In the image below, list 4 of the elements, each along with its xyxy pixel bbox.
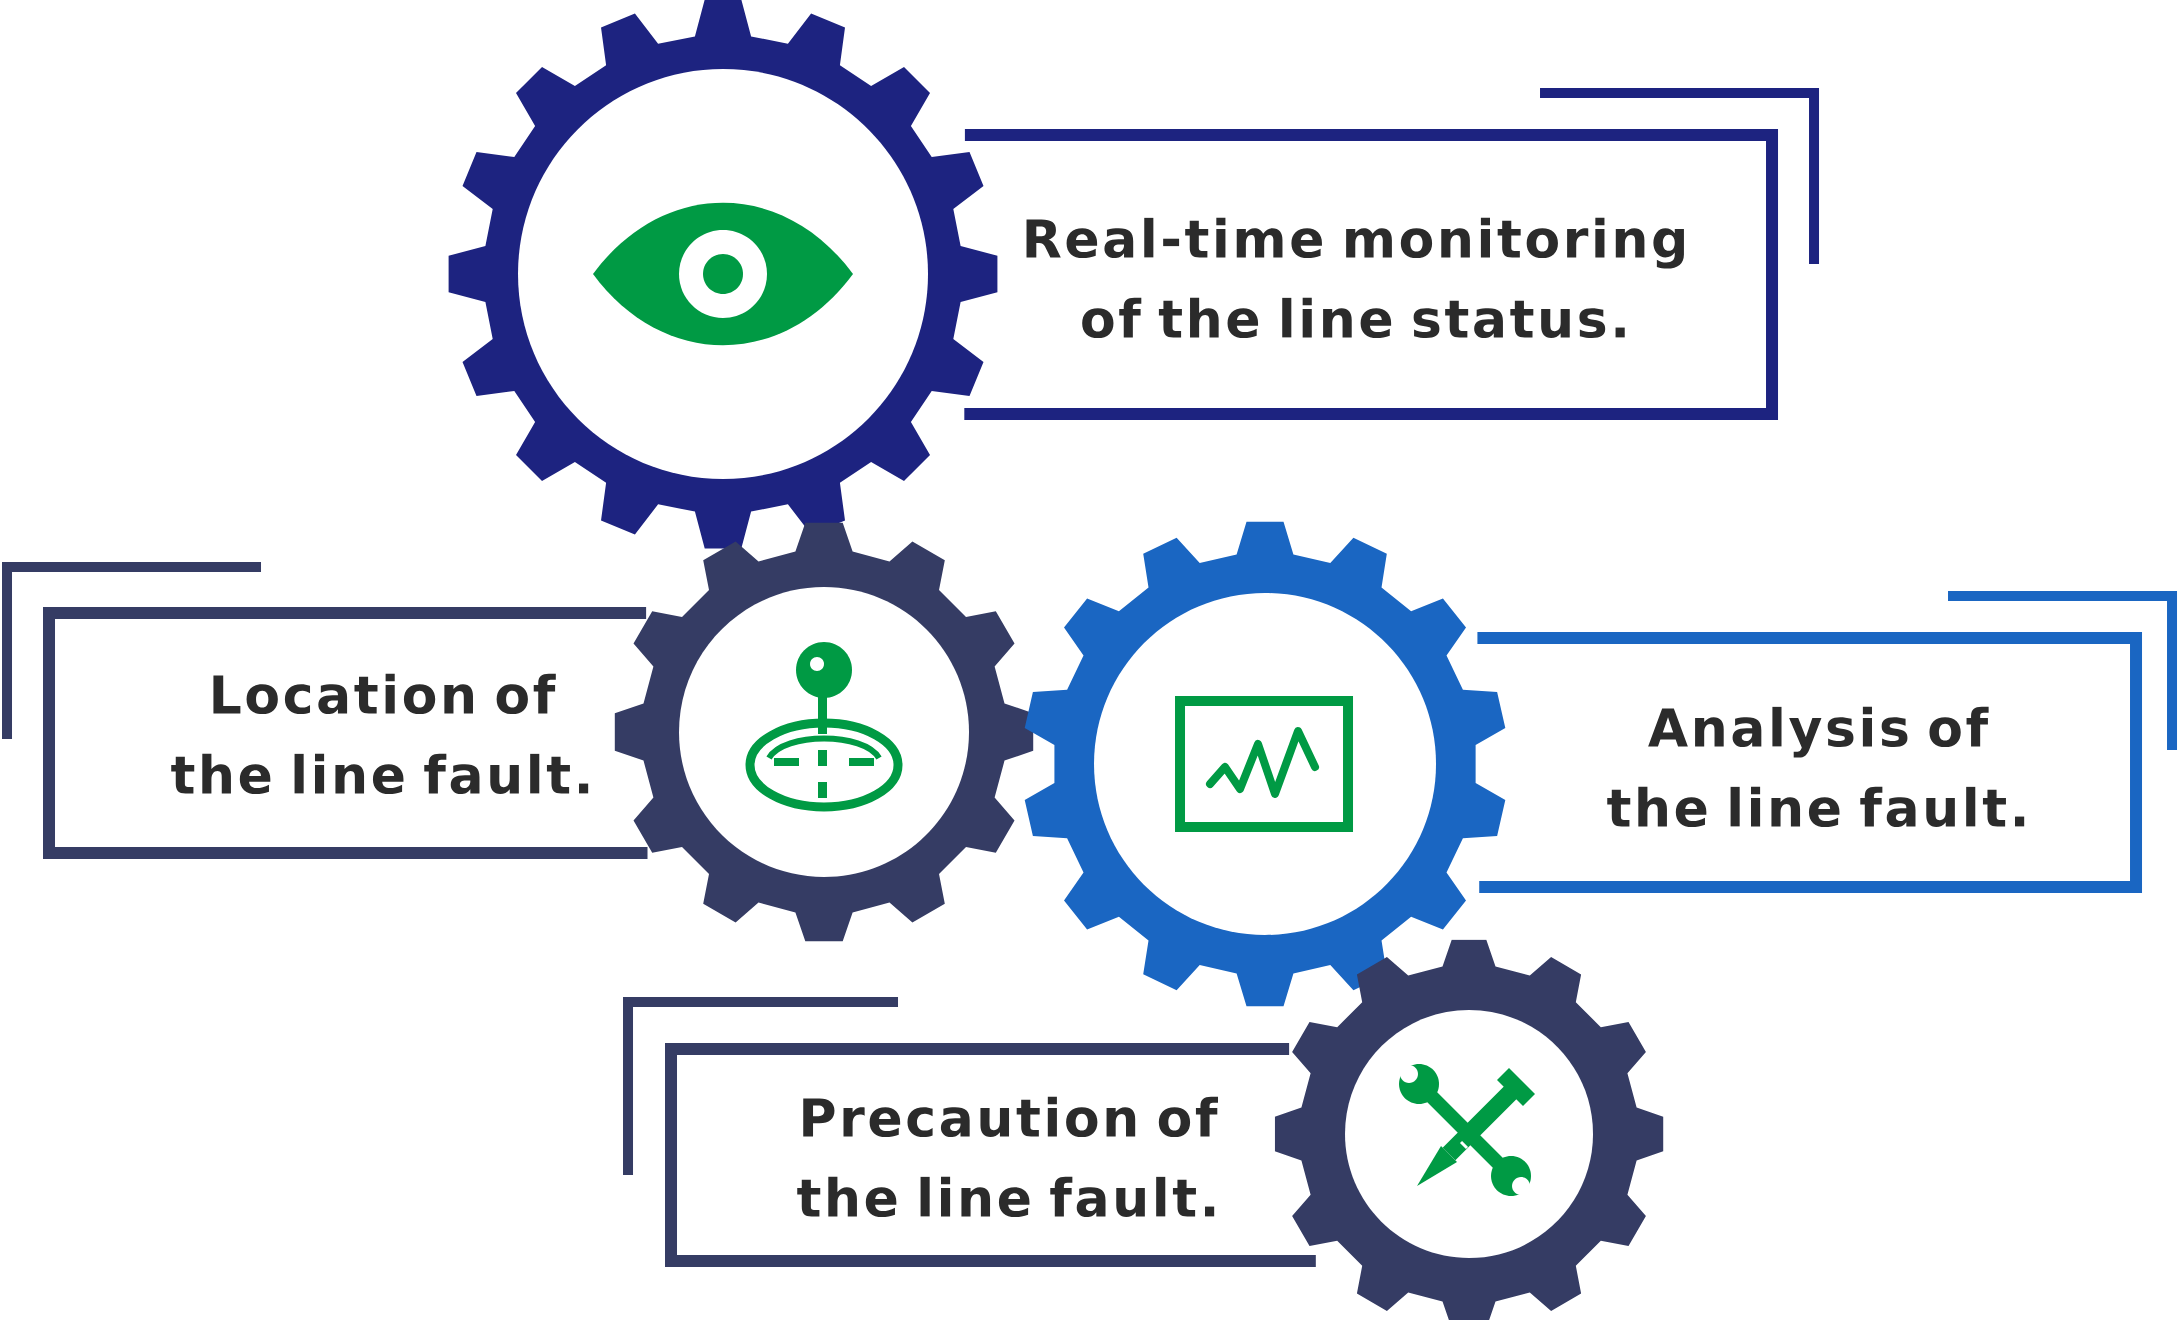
text-frame: Precaution of the line fault. [665,1043,1316,1267]
text-frame: Analysis of the line fault. [1477,632,2142,893]
text-frame: Real-time monitoring of the line status. [964,129,1778,420]
text-frame: Location of the line fault. [43,607,648,859]
